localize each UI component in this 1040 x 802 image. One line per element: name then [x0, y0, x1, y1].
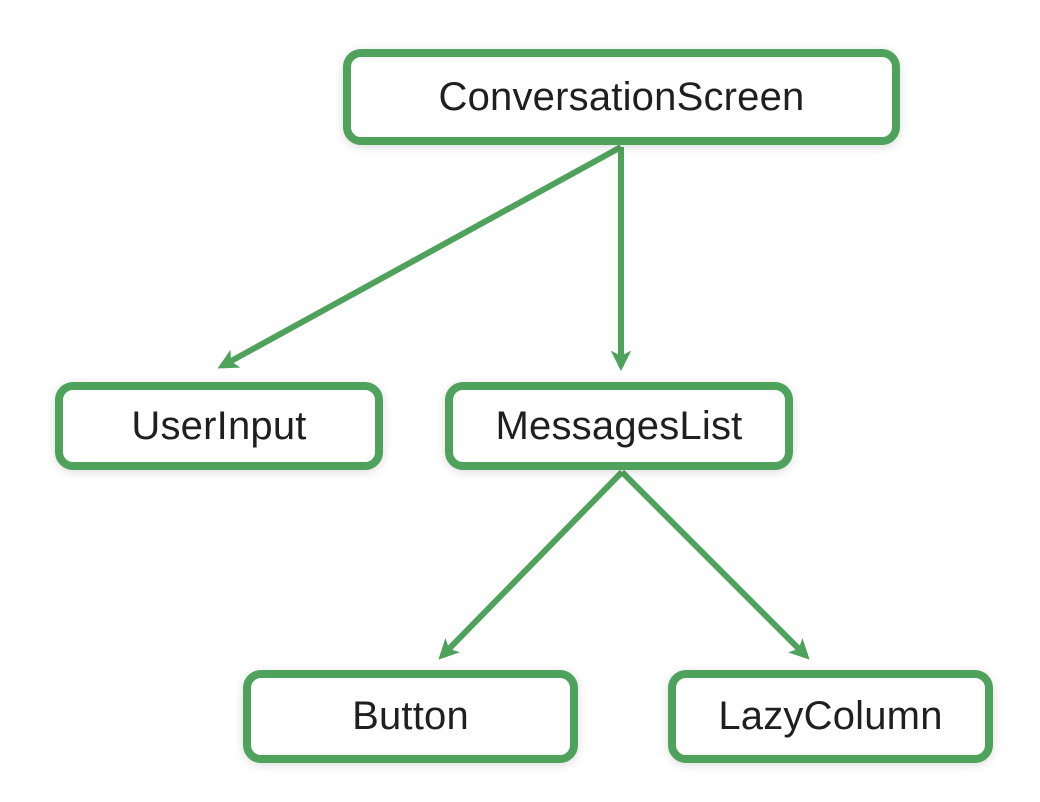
- node-button: Button: [243, 670, 578, 763]
- node-userinput: UserInput: [55, 382, 383, 470]
- node-button-label: Button: [352, 694, 469, 738]
- node-conversationscreen: ConversationScreen: [343, 49, 900, 145]
- node-lazycolumn-label: LazyColumn: [718, 694, 943, 738]
- node-messageslist: MessagesList: [445, 382, 793, 470]
- node-lazycolumn: LazyColumn: [668, 670, 993, 763]
- node-messageslist-label: MessagesList: [495, 403, 743, 448]
- edge-messageslist-lazycolumn: [619, 469, 810, 660]
- edge-messageslist-button: [438, 469, 625, 660]
- node-userinput-label: UserInput: [131, 403, 307, 448]
- node-conversationscreen-label: ConversationScreen: [438, 74, 805, 119]
- edge-conversationscreen-userinput: [217, 144, 623, 369]
